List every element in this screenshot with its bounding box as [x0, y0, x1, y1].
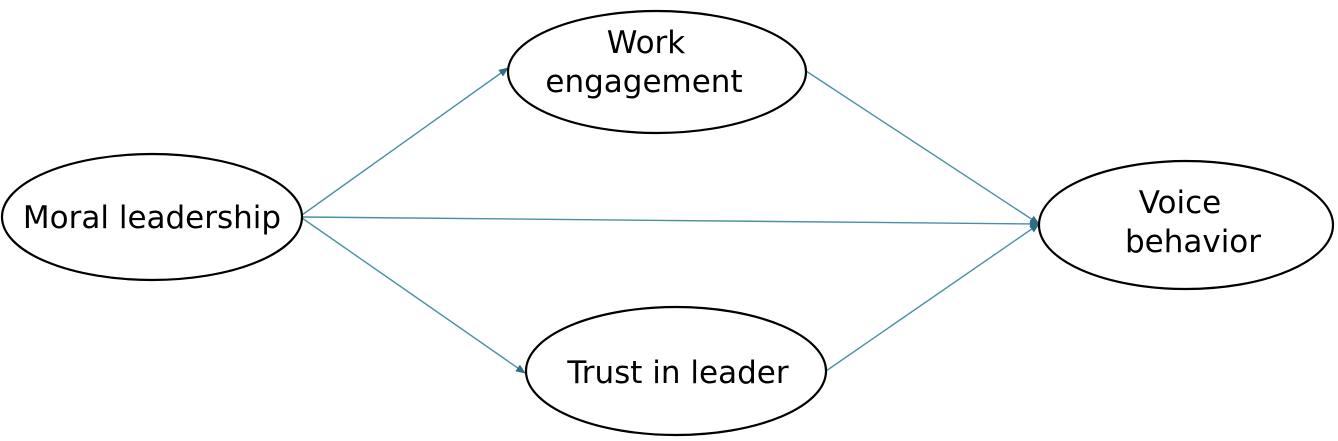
- node-moral-leadership-ellipse: [0, 152, 304, 282]
- edge-moral-to-engagement: [301, 67, 509, 216]
- node-moral-leadership-label: Moral leadership: [23, 200, 281, 236]
- edges: [301, 67, 1040, 374]
- node-voice-behavior-label-line2: behavior: [1125, 224, 1261, 260]
- edge-moral-to-trust: [301, 217, 526, 374]
- node-voice-behavior-ellipse: [1037, 159, 1335, 291]
- node-work-engagement-label-line1: Work: [607, 25, 686, 61]
- edge-engagement-to-voice: [805, 70, 1040, 225]
- edge-moral-to-voice: [301, 216, 1040, 228]
- node-moral-leadership: Moral leadership: [0, 152, 304, 282]
- node-voice-behavior: Voice behavior: [1037, 159, 1335, 291]
- node-trust-in-leader: Trust in leader: [524, 305, 828, 437]
- node-work-engagement-ellipse: [506, 9, 808, 135]
- node-voice-behavior-label-line1: Voice: [1139, 185, 1222, 221]
- node-trust-in-leader-label: Trust in leader: [566, 355, 788, 391]
- node-work-engagement-label-line2: engagement: [545, 64, 742, 100]
- edge-trust-to-voice: [825, 223, 1040, 372]
- node-work-engagement: Work engagement: [506, 9, 808, 135]
- node-trust-in-leader-ellipse: [524, 305, 828, 437]
